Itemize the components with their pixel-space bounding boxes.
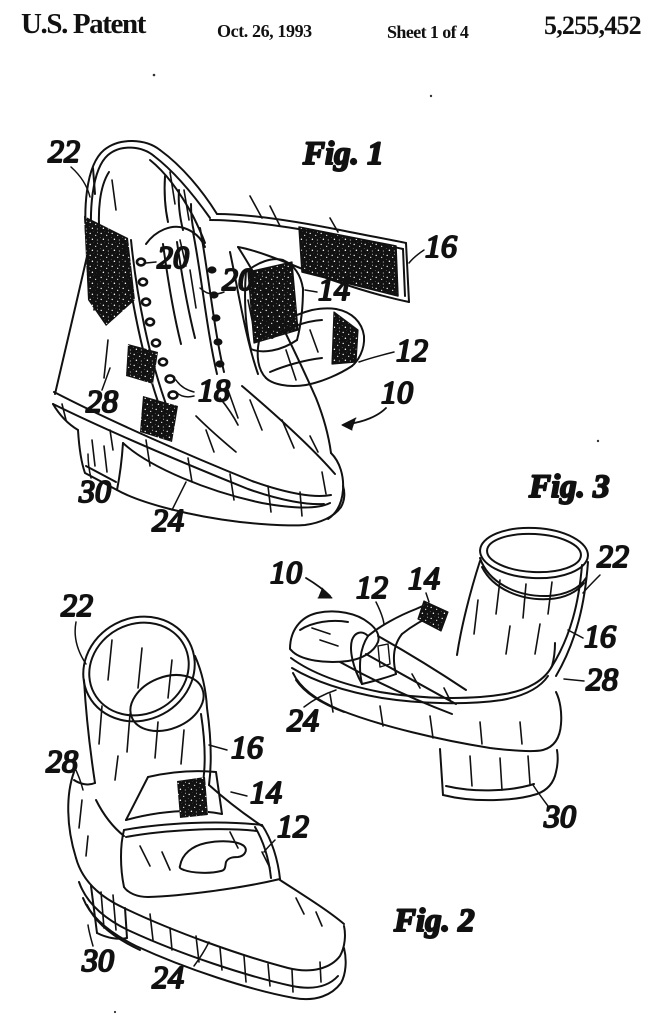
svg-text:Fig. 3: Fig. 3 (528, 469, 610, 505)
svg-text:16: 16 (425, 228, 457, 264)
svg-text:12: 12 (396, 332, 428, 368)
svg-text:30: 30 (543, 798, 576, 834)
svg-text:20: 20 (222, 261, 254, 297)
svg-text:14: 14 (408, 560, 440, 596)
svg-text:14: 14 (250, 774, 282, 810)
svg-text:20: 20 (157, 239, 189, 275)
svg-text:12: 12 (277, 808, 309, 844)
svg-text:30: 30 (78, 473, 111, 509)
svg-text:16: 16 (584, 618, 616, 654)
svg-text:10: 10 (270, 554, 302, 590)
svg-text:Fig. 2: Fig. 2 (393, 903, 475, 939)
svg-text:28: 28 (46, 743, 78, 779)
svg-text:14: 14 (318, 271, 350, 307)
svg-text:28: 28 (586, 661, 618, 697)
svg-text:22: 22 (48, 133, 80, 169)
svg-text:10: 10 (381, 374, 413, 410)
svg-text:12: 12 (356, 569, 388, 605)
svg-text:24: 24 (152, 502, 184, 538)
svg-text:18: 18 (198, 372, 230, 408)
svg-text:24: 24 (152, 959, 184, 995)
svg-text:30: 30 (81, 942, 114, 978)
svg-text:24: 24 (287, 702, 319, 738)
svg-text:16: 16 (231, 729, 263, 765)
svg-text:Fig. 1: Fig. 1 (302, 136, 384, 172)
svg-text:22: 22 (597, 538, 629, 574)
svg-text:22: 22 (61, 587, 93, 623)
